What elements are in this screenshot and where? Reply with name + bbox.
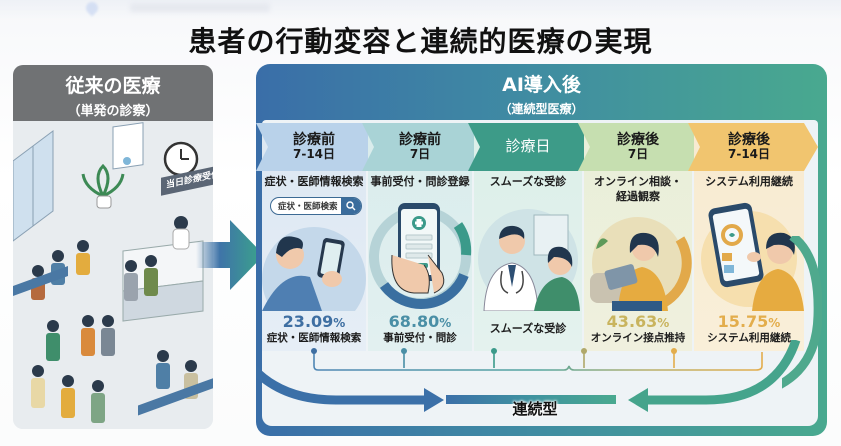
phase-column-visit-day: 診療日 スムーズな受診 スムーズな受診 <box>468 123 592 351</box>
phone-registration-illustration <box>369 203 472 310</box>
phase-chevron <box>578 123 702 171</box>
percent-value: 68.80 <box>388 312 440 331</box>
phase-chevron <box>256 123 376 171</box>
pin-icon <box>83 0 101 17</box>
phase-column-pre-7: 診療前 7日 事前受付・問診登録 68.80% 事前受付・問診 <box>362 123 482 351</box>
online-consultation-illustration <box>590 217 692 311</box>
phase-name: 診療前 <box>399 132 441 149</box>
phase-name: 診療前 <box>293 132 335 149</box>
main-title: 患者の行動変容と連続的医療の実現 <box>188 25 653 58</box>
connector-dot <box>671 348 677 354</box>
phase-column-post-14: 診療後 7-14日 システム利用継続 15.75% システム利用継続 <box>688 123 818 351</box>
phase-stat-label: スムーズな受診 <box>489 322 567 335</box>
phase-activity: 症状・医師情報検索 <box>264 175 364 188</box>
phase-column-pre-14: 診療前 7-14日 症状・医師情報検索 症状・医師検索 23.09% 症状・医師… <box>256 123 376 351</box>
search-field[interactable]: 症状・医師検索 <box>270 197 362 215</box>
legacy-subtitle: （単発の診察） <box>67 104 159 119</box>
phase-stat-label: システム利用継続 <box>707 332 791 344</box>
phase-name: 診療後 <box>617 132 659 149</box>
return-loop-arrow <box>782 236 822 389</box>
phase-activity-line1: オンライン相談・ <box>594 175 682 188</box>
phase-chevron <box>362 123 482 171</box>
left-flow-arrowhead <box>424 388 444 412</box>
phase-activity: システム利用継続 <box>705 175 793 188</box>
phase-chevron <box>468 123 592 171</box>
faded-caption <box>130 3 270 12</box>
phase-stat-label: 事前受付・問診 <box>383 332 457 344</box>
phase-name: 診療日 <box>505 137 551 156</box>
waiting-room-illustration <box>13 121 213 429</box>
doctor-consultation-illustration <box>478 209 580 311</box>
phase-activity: 事前受付・問診登録 <box>370 175 470 188</box>
connector-dot <box>401 348 407 354</box>
percent-value: 23.09 <box>282 312 334 331</box>
connector-dot <box>581 348 587 354</box>
percent-symbol: % <box>657 316 670 330</box>
phase-activity: オンライン相談・ 経過観察 <box>584 175 692 205</box>
connector-dot <box>311 348 317 354</box>
ai-header: AI導入後 （連続型医療） <box>256 64 827 122</box>
ai-subtitle: （連続型医療） <box>499 102 584 116</box>
search-placeholder: 症状・医師検索 <box>278 202 338 212</box>
percent-value: 15.75 <box>717 312 769 331</box>
percent-value: 43.63 <box>606 312 658 331</box>
phase-percentage: 23.09% <box>262 312 366 331</box>
percent-symbol: % <box>333 316 346 330</box>
ai-title: AI導入後 <box>502 74 581 96</box>
search-icon <box>346 201 356 211</box>
phase-chevron-label: 診療前 7-14日 <box>262 123 366 171</box>
search-button[interactable] <box>341 198 361 214</box>
continuous-flow-label: 連続型 <box>512 400 558 418</box>
left-flow-arrow-shaft <box>256 364 426 405</box>
right-flow-arrowhead <box>628 388 648 412</box>
percent-symbol: % <box>768 316 781 330</box>
phase-days: 7日 <box>409 147 431 162</box>
faded-toolbar <box>0 0 841 20</box>
transition-arrow-icon <box>196 220 264 290</box>
connector-dot <box>491 348 497 354</box>
phase-column-post-7: 診療後 7日 オンライン相談・ 経過観察 43.63% オンライン接点推持 <box>578 123 702 351</box>
legacy-header: 従来の医療 （単発の診察） <box>13 65 213 121</box>
phase-activity: スムーズな受診 <box>489 175 567 188</box>
continuous-flow-diagram <box>256 340 801 412</box>
phase-chevron-label: 診療日 <box>474 123 582 171</box>
phase-chevron <box>688 123 818 171</box>
phase-percentage: 68.80% <box>368 312 472 331</box>
phase-chevron-label: 診療前 7日 <box>368 123 472 171</box>
legacy-title: 従来の医療 <box>65 75 161 97</box>
legacy-panel: 従来の医療 （単発の診察） <box>13 65 213 429</box>
phase-activity-line2: 経過観察 <box>616 189 660 203</box>
percent-symbol: % <box>439 316 452 330</box>
phase-stat-label: 症状・医師情報検索 <box>266 332 362 344</box>
connector-line <box>313 352 763 371</box>
phase-chevron-label: 診療後 7-14日 <box>694 123 804 171</box>
phase-stat-label: オンライン接点推持 <box>590 332 686 344</box>
person-searching-phone-illustration <box>262 227 366 311</box>
phase-percentage: 15.75% <box>694 312 804 331</box>
phase-days: 7-14日 <box>292 147 336 162</box>
right-flow-arrow-shaft <box>646 340 801 405</box>
phase-percentage: 43.63% <box>584 312 692 331</box>
phase-days: 7日 <box>627 147 649 162</box>
app-usage-illustration <box>701 202 804 311</box>
phase-chevron-label: 診療後 7日 <box>584 123 692 171</box>
phase-name: 診療後 <box>728 132 770 149</box>
phase-days: 7-14日 <box>727 147 771 162</box>
center-flow-band <box>446 395 616 404</box>
